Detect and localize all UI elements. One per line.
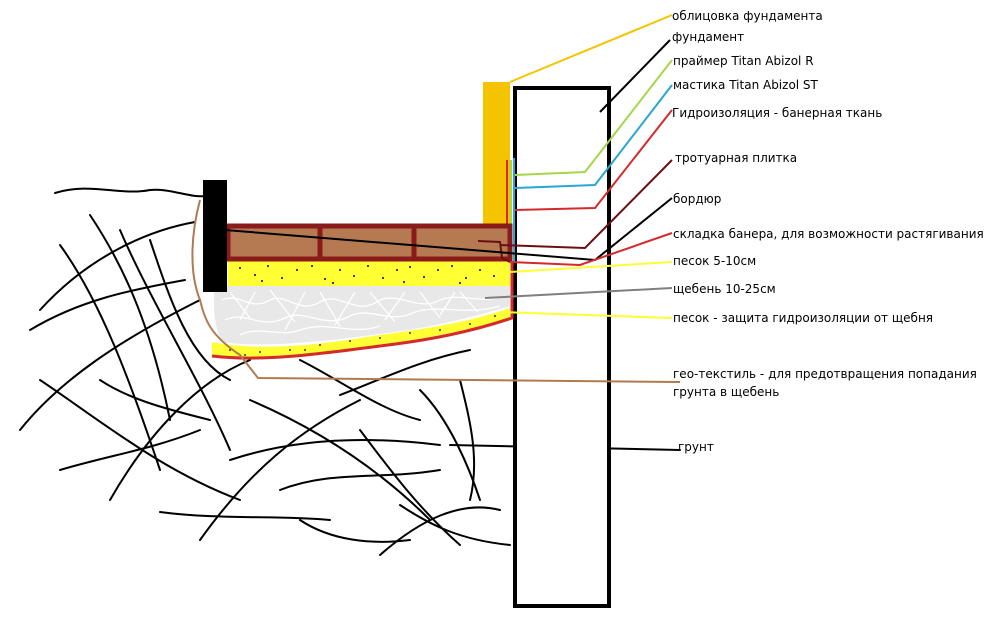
- sand-dots: [239, 265, 495, 284]
- label-gravel: щебень 10-25см: [673, 282, 776, 296]
- sand-protection-layer: [212, 308, 510, 357]
- leader-paving: [499, 159, 673, 250]
- label-geotextile-1: гео-текстиль - для предотвращения попада…: [673, 367, 977, 381]
- leader-lines: [224, 14, 673, 319]
- leader-sand-protect: [499, 311, 673, 319]
- curb: [203, 180, 227, 292]
- label-geotextile-2: грунта в щебень: [673, 385, 779, 399]
- banner-fold: [477, 240, 511, 263]
- leader-mastic: [514, 84, 673, 189]
- gravel-layer: [213, 286, 510, 345]
- gravel-texture: [221, 289, 506, 336]
- foundation-wall: [513, 86, 611, 608]
- leader-primer: [514, 59, 673, 176]
- label-primer: праймер Titan Abizol R: [673, 54, 814, 68]
- label-curb: бордюр: [673, 192, 721, 206]
- label-sand-protect: песок - защита гидроизоляции от щебня: [673, 311, 933, 325]
- leader-sand: [509, 261, 673, 273]
- soil-hatching: [19, 187, 681, 556]
- label-sand: песок 5-10см: [673, 254, 756, 268]
- label-cladding: облицовка фундамента: [672, 9, 823, 23]
- leader-fold: [509, 232, 673, 267]
- label-fold: складка банера, для возможности растягив…: [673, 227, 984, 241]
- label-waterproofing: Гидроизоляция - банерная ткань: [672, 106, 882, 120]
- label-soil: грунт: [678, 440, 714, 454]
- leader-cladding: [509, 14, 673, 83]
- geotextile-line: [191, 199, 681, 383]
- foundation-cladding: [483, 82, 510, 224]
- sand-layer: [228, 260, 510, 286]
- waterproofing-bottom-line: [211, 262, 514, 360]
- label-foundation: фундамент: [672, 30, 744, 44]
- sand-protection-dots: [229, 315, 496, 356]
- leader-waterproofing: [514, 109, 673, 211]
- label-mastic: мастика Titan Abizol ST: [673, 78, 819, 92]
- leader-foundation: [599, 39, 671, 113]
- leader-gravel: [484, 287, 673, 299]
- label-paving: тротуарная плитка: [675, 151, 797, 165]
